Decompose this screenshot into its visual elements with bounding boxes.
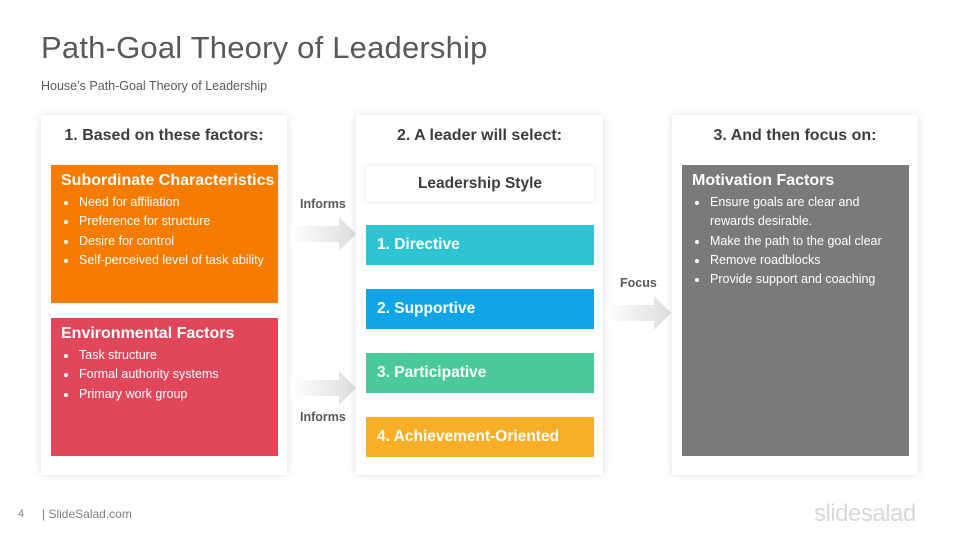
factors-heading: 1. Based on these factors: bbox=[64, 127, 264, 144]
factors-panel: 1. Based on these factors: Subordinate C… bbox=[41, 115, 287, 475]
directive-style-box: 1. Directive bbox=[366, 225, 594, 265]
right-arrow-icon bbox=[291, 370, 357, 406]
environmental-factors-card: Environmental Factors Task structure For… bbox=[51, 318, 278, 456]
subordinate-characteristics-list: Need for affiliation Preference for stru… bbox=[61, 193, 268, 270]
list-item: Primary work group bbox=[64, 385, 268, 404]
focus-heading: 3. And then focus on: bbox=[713, 127, 877, 144]
list-item: Task structure bbox=[64, 346, 268, 365]
leader-heading: 2. A leader will select: bbox=[396, 127, 563, 144]
list-item: Desire for control bbox=[64, 232, 268, 251]
focus-label: Focus bbox=[620, 276, 657, 290]
leadership-style-header: Leadership Style bbox=[366, 166, 594, 201]
supportive-style-box: 2. Supportive bbox=[366, 289, 594, 329]
slidesalad-logo: slidesalad bbox=[814, 500, 916, 527]
focus-panel: 3. And then focus on: Motivation Factors… bbox=[672, 115, 918, 475]
right-arrow-icon bbox=[606, 295, 672, 331]
motivation-factors-list: Ensure goals are clear and rewards desir… bbox=[692, 193, 899, 289]
page-subtitle: House’s Path-Goal Theory of Leadership bbox=[41, 79, 268, 93]
subordinate-characteristics-title: Subordinate Characteristics bbox=[61, 172, 275, 189]
motivation-factors-card: Motivation Factors Ensure goals are clea… bbox=[682, 165, 909, 456]
list-item: Make the path to the goal clear bbox=[695, 232, 899, 251]
motivation-factors-title: Motivation Factors bbox=[692, 172, 835, 189]
list-item: Self-perceived level of task ability bbox=[64, 251, 268, 270]
participative-style-box: 3. Participative bbox=[366, 353, 594, 393]
environmental-factors-list: Task structure Formal authority systems … bbox=[61, 346, 268, 404]
footer-link[interactable]: | SlideSalad.com bbox=[42, 507, 132, 521]
subordinate-characteristics-card: Subordinate Characteristics Need for aff… bbox=[51, 165, 278, 303]
list-item: Provide support and coaching bbox=[695, 270, 899, 289]
environmental-factors-title: Environmental Factors bbox=[61, 325, 235, 342]
right-arrow-icon bbox=[291, 216, 357, 252]
list-item: Preference for structure bbox=[64, 212, 268, 231]
page-title: Path-Goal Theory of Leadership bbox=[41, 30, 488, 65]
informs-label-bottom: Informs bbox=[300, 410, 346, 424]
list-item: Formal authority systems bbox=[64, 365, 268, 384]
list-item: Remove roadblocks bbox=[695, 251, 899, 270]
list-item: Need for affiliation bbox=[64, 193, 268, 212]
achievement-oriented-style-box: 4. Achievement-Oriented bbox=[366, 417, 594, 457]
informs-label-top: Informs bbox=[300, 197, 346, 211]
page-number: 4 bbox=[18, 508, 25, 520]
list-item: Ensure goals are clear and rewards desir… bbox=[695, 193, 899, 232]
